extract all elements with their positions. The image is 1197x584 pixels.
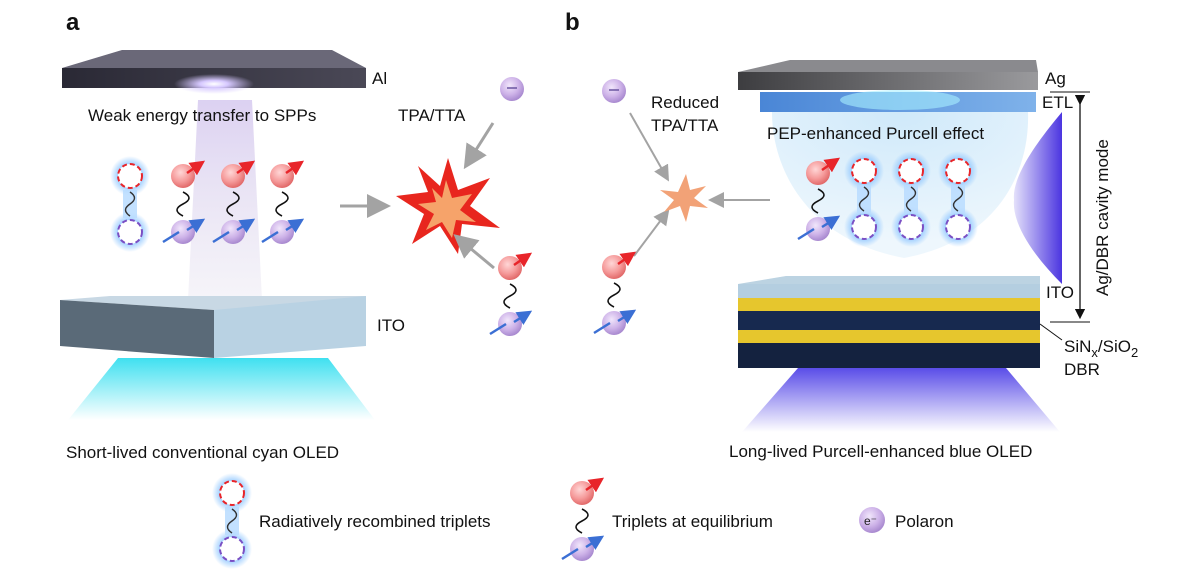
legend-radiative-icon [211,472,253,570]
al-label: Al [372,69,387,88]
polaron-a [499,76,525,102]
etl-label: ETL [1042,93,1073,112]
cavity-dimension [1050,91,1090,323]
dbr-materials-label: SiNx/SiO2 [1064,337,1138,360]
arrow-b-polaron [629,112,669,182]
caption-a: Short-lived conventional cyan OLED [66,443,339,462]
weak-transfer-label: Weak energy transfer to SPPs [88,106,316,125]
triplet-b-out [594,253,634,335]
legend-equilibrium-label: Triplets at equilibrium [612,512,773,531]
ito-label-a: ITO [377,316,405,335]
polaron-b [601,78,627,104]
blue-emission [742,368,1060,432]
arrow-polaron-to-star [463,122,495,170]
ito-dbr-stack [738,276,1040,368]
legend-polaron-icon [859,507,885,533]
panel-label-a: a [66,9,80,36]
dbr-leader-line [1039,323,1063,341]
tpa-tta-label: TPA/TTA [398,106,466,125]
cavity-mode-profile [1013,112,1062,284]
reduced-label-2: TPA/TTA [651,116,719,135]
ito-label-b: ITO [1046,283,1074,302]
panel-label-b: b [565,9,580,36]
reduced-annihilation-star-icon [660,174,708,222]
caption-b: Long-lived Purcell-enhanced blue OLED [729,442,1032,461]
pep-label: PEP-enhanced Purcell effect [767,124,984,143]
annihilation-star-icon [396,158,500,254]
triplet-a-4 [490,254,530,336]
ito-block-a [60,296,366,358]
arrow-triplet-to-star [453,234,495,270]
dbr-label: DBR [1064,360,1100,379]
legend-polaron-symbol: e⁻ [864,514,877,528]
emission-beam [188,100,262,300]
cavity-mode-label: Ag/DBR cavity mode [1093,139,1112,296]
etl-glow [840,90,960,110]
arrow-b-triplet [633,208,670,257]
legend-polaron-label: Polaron [895,512,954,531]
cyan-emission [68,358,375,420]
triplet-a-3 [262,162,302,244]
legend-equilibrium-icon [562,479,602,561]
al-cathode [62,50,366,94]
ag-label: Ag [1045,69,1066,88]
ag-cathode [738,60,1038,90]
legend-recombined-label: Radiatively recombined triplets [259,512,491,531]
radiative-triplet-a [109,155,151,253]
reduced-label-1: Reduced [651,93,719,112]
